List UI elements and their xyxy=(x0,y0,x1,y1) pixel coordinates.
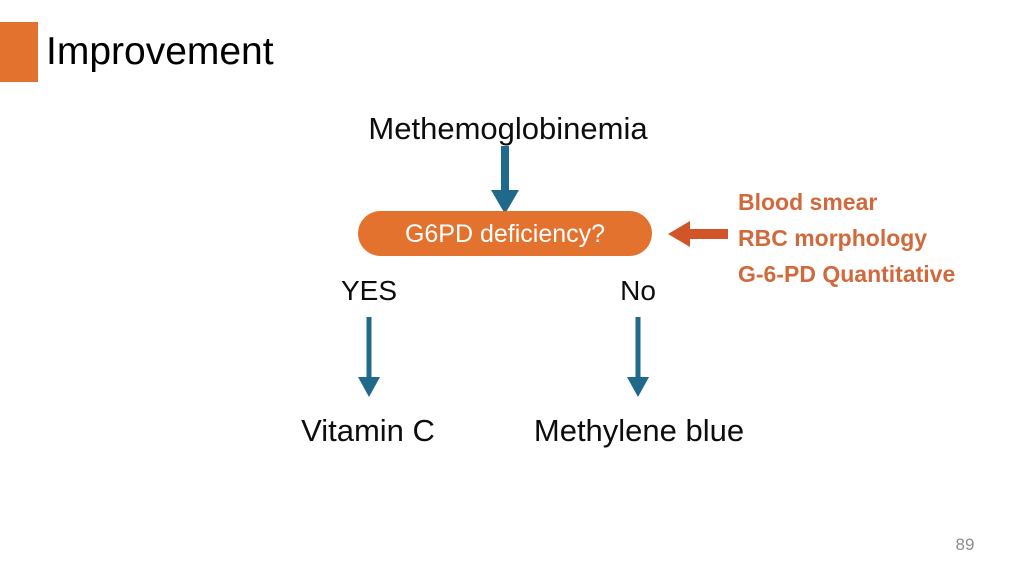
arrow-left-icon xyxy=(668,221,728,247)
tests-list: Blood smear RBC morphology G-6-PD Quanti… xyxy=(738,184,1018,292)
page-number: 89 xyxy=(955,535,975,554)
flow-outcome-methylene-blue: Methylene blue xyxy=(533,413,745,448)
flow-outcome-vitamin-c: Vitamin C xyxy=(301,413,435,448)
branch-label-yes: YES xyxy=(340,275,398,306)
branch-label-no: No xyxy=(620,275,656,306)
flow-node-start: Methemoglobinemia xyxy=(368,111,648,146)
title-accent-marker xyxy=(0,22,38,82)
arrow-down-icon xyxy=(358,317,380,397)
decision-node-label: G6PD deficiency? xyxy=(404,219,606,248)
test-item-blood-smear: Blood smear xyxy=(738,189,878,215)
arrow-down-icon xyxy=(491,146,519,214)
decision-node-g6pd[interactable]: G6PD deficiency? xyxy=(358,211,652,256)
arrow-down-icon xyxy=(627,317,649,397)
test-item-g6pd-quantitative: G-6-PD Quantitative xyxy=(738,261,956,287)
page-title: Improvement xyxy=(46,30,274,73)
test-item-rbc-morphology: RBC morphology xyxy=(738,225,928,251)
